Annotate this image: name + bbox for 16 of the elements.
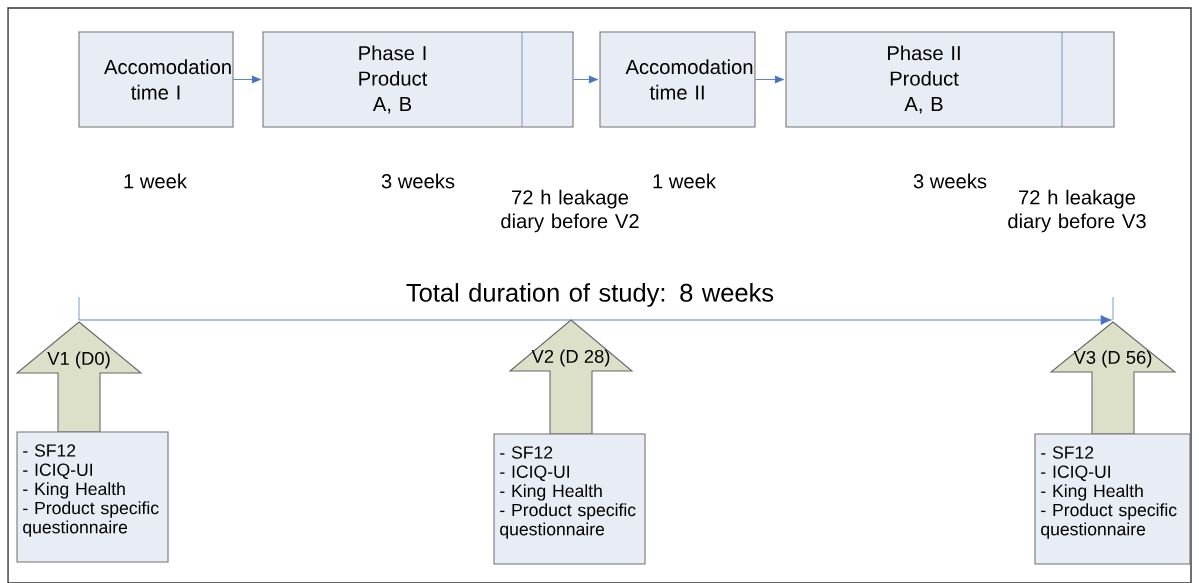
duration-label: 1 week [653, 173, 717, 189]
questionnaire-box: - SF12 - ICIQ-UI - King Health - Product specific questionnaire [1034, 433, 1191, 565]
arrow [755, 75, 785, 84]
process-box: Accomodation time II [599, 31, 756, 128]
process-box: Phase I Product A, B [262, 31, 574, 128]
note-text: 72 h leakage diary before V3 [1008, 189, 1146, 233]
note-text: 72 h leakage diary before V2 [501, 189, 639, 233]
duration-label: 3 weeks [381, 173, 455, 189]
questionnaire-box: - SF12 - ICIQ-UI - King Health - Product specific questionnaire [16, 431, 169, 563]
arrow [233, 75, 262, 84]
questionnaire-box: - SF12 - ICIQ-UI - King Health - Product specific questionnaire [493, 433, 646, 565]
duration-label: 3 weeks [913, 173, 987, 189]
arrow [573, 75, 599, 84]
process-box: Phase II Product A, B [785, 31, 1115, 128]
process-box: Accomodation time I [78, 31, 234, 128]
duration-label: 1 week [124, 173, 188, 189]
